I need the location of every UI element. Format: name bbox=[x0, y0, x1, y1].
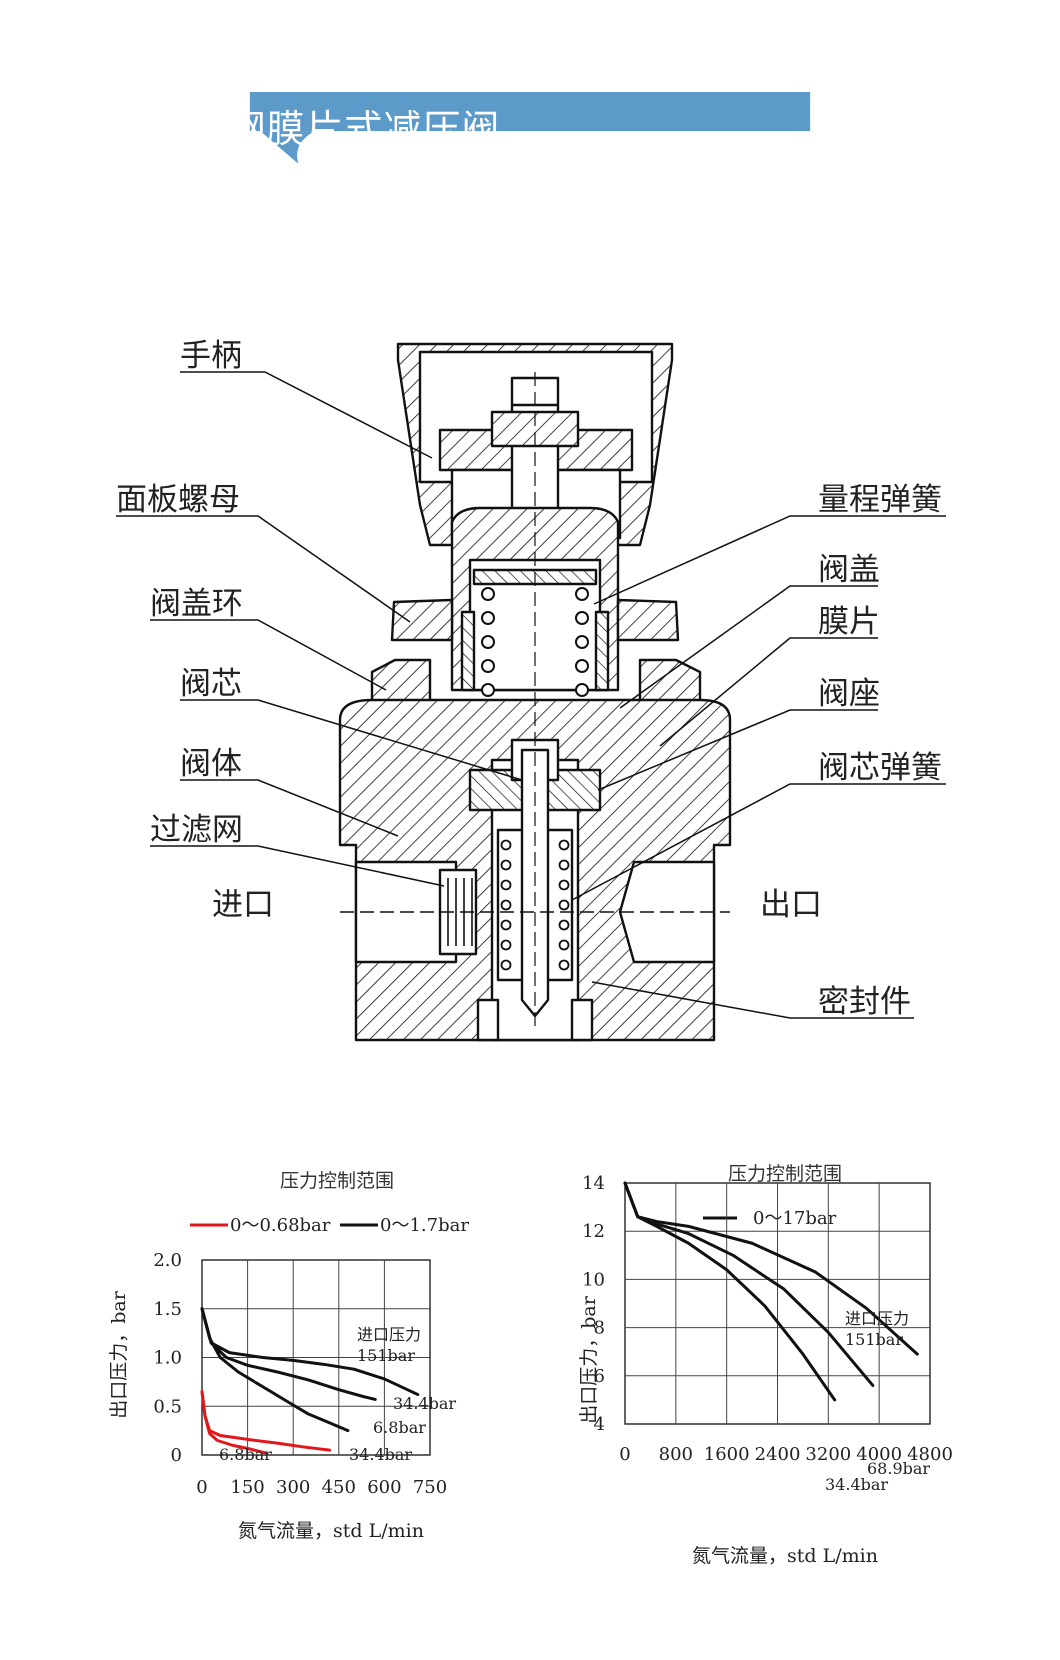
chart2-ylabel: 出口压力，bar bbox=[578, 1295, 600, 1423]
chart2-y-tick: 6 bbox=[594, 1366, 605, 1387]
chart2-y-ticks: 14 12 10 8 6 4 bbox=[582, 1173, 605, 1435]
range-spring-housing bbox=[460, 610, 476, 692]
label-valve-core-spring: 阀芯弹簧 bbox=[818, 750, 942, 786]
label-bonnet: 阀盖 bbox=[818, 552, 880, 588]
chart2-xlabel: 氮气流量，std L/min bbox=[692, 1545, 878, 1567]
leader-valve-core-spring bbox=[571, 783, 946, 901]
leader-bonnet bbox=[619, 585, 878, 709]
chart-1: 压力控制范围 0～0.68bar 0～1.7bar 0 150 300 450 … bbox=[108, 1170, 469, 1542]
chart2-title: 压力控制范围 bbox=[728, 1163, 842, 1185]
chart1-xlabel: 氮气流量，std L/min bbox=[238, 1520, 424, 1542]
chart1-ylabel: 出口压力，bar bbox=[108, 1290, 130, 1418]
chart2-y-tick: 12 bbox=[582, 1221, 605, 1242]
series-line-68bar bbox=[200, 1307, 350, 1433]
chart-2: 压力控制范围 0～17bar 0 800 1600 2400 3200 4000… bbox=[578, 1163, 953, 1567]
leader-diaphragm bbox=[659, 637, 878, 747]
chart1-x-tick: 150 bbox=[230, 1477, 264, 1498]
chart1-series bbox=[200, 1307, 420, 1455]
chart1-y-ticks: 2.0 1.5 1.0 0.5 0 bbox=[153, 1250, 182, 1466]
chart1-ann-inlet: 进口压力 bbox=[357, 1325, 421, 1344]
series-line-344bar bbox=[200, 1390, 332, 1452]
chart2-x-ticks: 0 800 1600 2400 3200 4000 4800 bbox=[619, 1444, 953, 1465]
chart2-ann-689: 68.9bar bbox=[867, 1459, 930, 1478]
range-spring bbox=[481, 587, 589, 697]
chart1-legend-label-1: 0～1.7bar bbox=[380, 1215, 469, 1236]
chart1-y-tick: 0 bbox=[171, 1445, 182, 1466]
series-line-68bar bbox=[200, 1390, 268, 1455]
chart2-x-tick: 0 bbox=[619, 1444, 630, 1465]
chart2-y-tick: 4 bbox=[594, 1414, 605, 1435]
chart2-x-tick: 4000 bbox=[856, 1444, 902, 1465]
leader-valve-seat bbox=[597, 709, 878, 791]
label-inlet: 进口 bbox=[212, 887, 274, 923]
label-seal: 密封件 bbox=[818, 984, 911, 1020]
chart2-legend: 0～17bar bbox=[703, 1208, 837, 1229]
series-line-344bar bbox=[200, 1307, 377, 1401]
chart2-y-tick: 10 bbox=[582, 1269, 605, 1290]
header-banner bbox=[249, 92, 811, 164]
banner-bar bbox=[249, 92, 811, 132]
chart1-x-tick: 600 bbox=[367, 1477, 401, 1498]
chart1-legend-label-0: 0～0.68bar bbox=[230, 1215, 331, 1236]
chart1-ann-344: 34.4bar bbox=[393, 1394, 456, 1413]
chart2-legend-label-0: 0～17bar bbox=[753, 1208, 837, 1229]
chart1-ann-151: 151bar bbox=[357, 1346, 415, 1365]
label-handle: 手柄 bbox=[180, 338, 242, 374]
leader-valve-core bbox=[180, 699, 523, 781]
chart2-ann-151: 151bar bbox=[845, 1330, 903, 1349]
valve-core-spring bbox=[500, 839, 570, 971]
series-line-151bar bbox=[623, 1181, 919, 1356]
seal-left bbox=[476, 998, 500, 1042]
chart2-x-tick: 800 bbox=[659, 1444, 693, 1465]
label-bonnet-ring: 阀盖环 bbox=[150, 586, 243, 622]
chart1-ann-68: 6.8bar bbox=[373, 1418, 426, 1437]
label-filter: 过滤网 bbox=[150, 812, 243, 848]
chart1-y-tick: 0.5 bbox=[153, 1396, 182, 1417]
banner-tab bbox=[260, 131, 315, 164]
chart2-x-tick: 1600 bbox=[704, 1444, 750, 1465]
chart2-y-tick: 8 bbox=[594, 1318, 605, 1339]
leader-bonnet-ring bbox=[150, 619, 387, 691]
series-line-151bar bbox=[200, 1307, 420, 1397]
chart2-y-tick: 14 bbox=[582, 1173, 605, 1194]
valve-diagram: 手柄 面板螺母 阀盖环 阀芯 阀体 过滤网 量程弹簧 阀盖 膜片 阀座 阀芯弹簧… bbox=[116, 338, 946, 1042]
label-valve-seat: 阀座 bbox=[818, 676, 880, 712]
chart1-grid bbox=[201, 1259, 431, 1456]
leader-panel-nut bbox=[116, 515, 411, 623]
seal-right bbox=[570, 998, 594, 1042]
chart1-ann-68-red: 6.8bar bbox=[219, 1445, 272, 1464]
chart2-x-tick: 3200 bbox=[805, 1444, 851, 1465]
leader-range-spring bbox=[593, 515, 946, 605]
label-valve-core: 阀芯 bbox=[180, 666, 242, 702]
chart2-ann-inlet: 进口压力 bbox=[845, 1309, 909, 1328]
chart1-x-tick: 750 bbox=[413, 1477, 447, 1498]
chart1-y-tick: 2.0 bbox=[153, 1250, 182, 1271]
chart2-ann-344: 34.4bar bbox=[825, 1475, 888, 1494]
page-title: KHF 不锈钢膜片式减压阀 bbox=[58, 107, 501, 151]
chart1-legend: 0～0.68bar 0～1.7bar bbox=[190, 1215, 469, 1236]
panel-nut bbox=[390, 598, 454, 642]
chart1-y-tick: 1.0 bbox=[153, 1348, 182, 1369]
chart2-x-tick: 2400 bbox=[755, 1444, 801, 1465]
chart1-ann-344-red: 34.4bar bbox=[349, 1445, 412, 1464]
leader-seal bbox=[591, 981, 914, 1019]
label-range-spring: 量程弹簧 bbox=[818, 482, 942, 518]
chart1-x-tick: 450 bbox=[322, 1477, 356, 1498]
leader-valve-body bbox=[180, 779, 399, 837]
chart1-x-tick: 0 bbox=[196, 1477, 207, 1498]
label-outlet: 出口 bbox=[760, 887, 822, 923]
chart1-x-tick: 300 bbox=[276, 1477, 310, 1498]
label-diaphragm: 膜片 bbox=[818, 604, 880, 640]
chart1-title: 压力控制范围 bbox=[280, 1170, 394, 1192]
label-panel-nut: 面板螺母 bbox=[116, 482, 240, 518]
chart1-y-tick: 1.5 bbox=[153, 1299, 182, 1320]
chart2-series bbox=[623, 1181, 919, 1402]
chart1-x-ticks: 0 150 300 450 600 750 bbox=[196, 1477, 447, 1498]
chart2-x-tick: 4800 bbox=[907, 1444, 953, 1465]
leader-filter bbox=[150, 845, 445, 887]
label-valve-body: 阀体 bbox=[180, 746, 242, 782]
leader-handle bbox=[180, 371, 433, 459]
chart2-grid bbox=[624, 1182, 931, 1425]
